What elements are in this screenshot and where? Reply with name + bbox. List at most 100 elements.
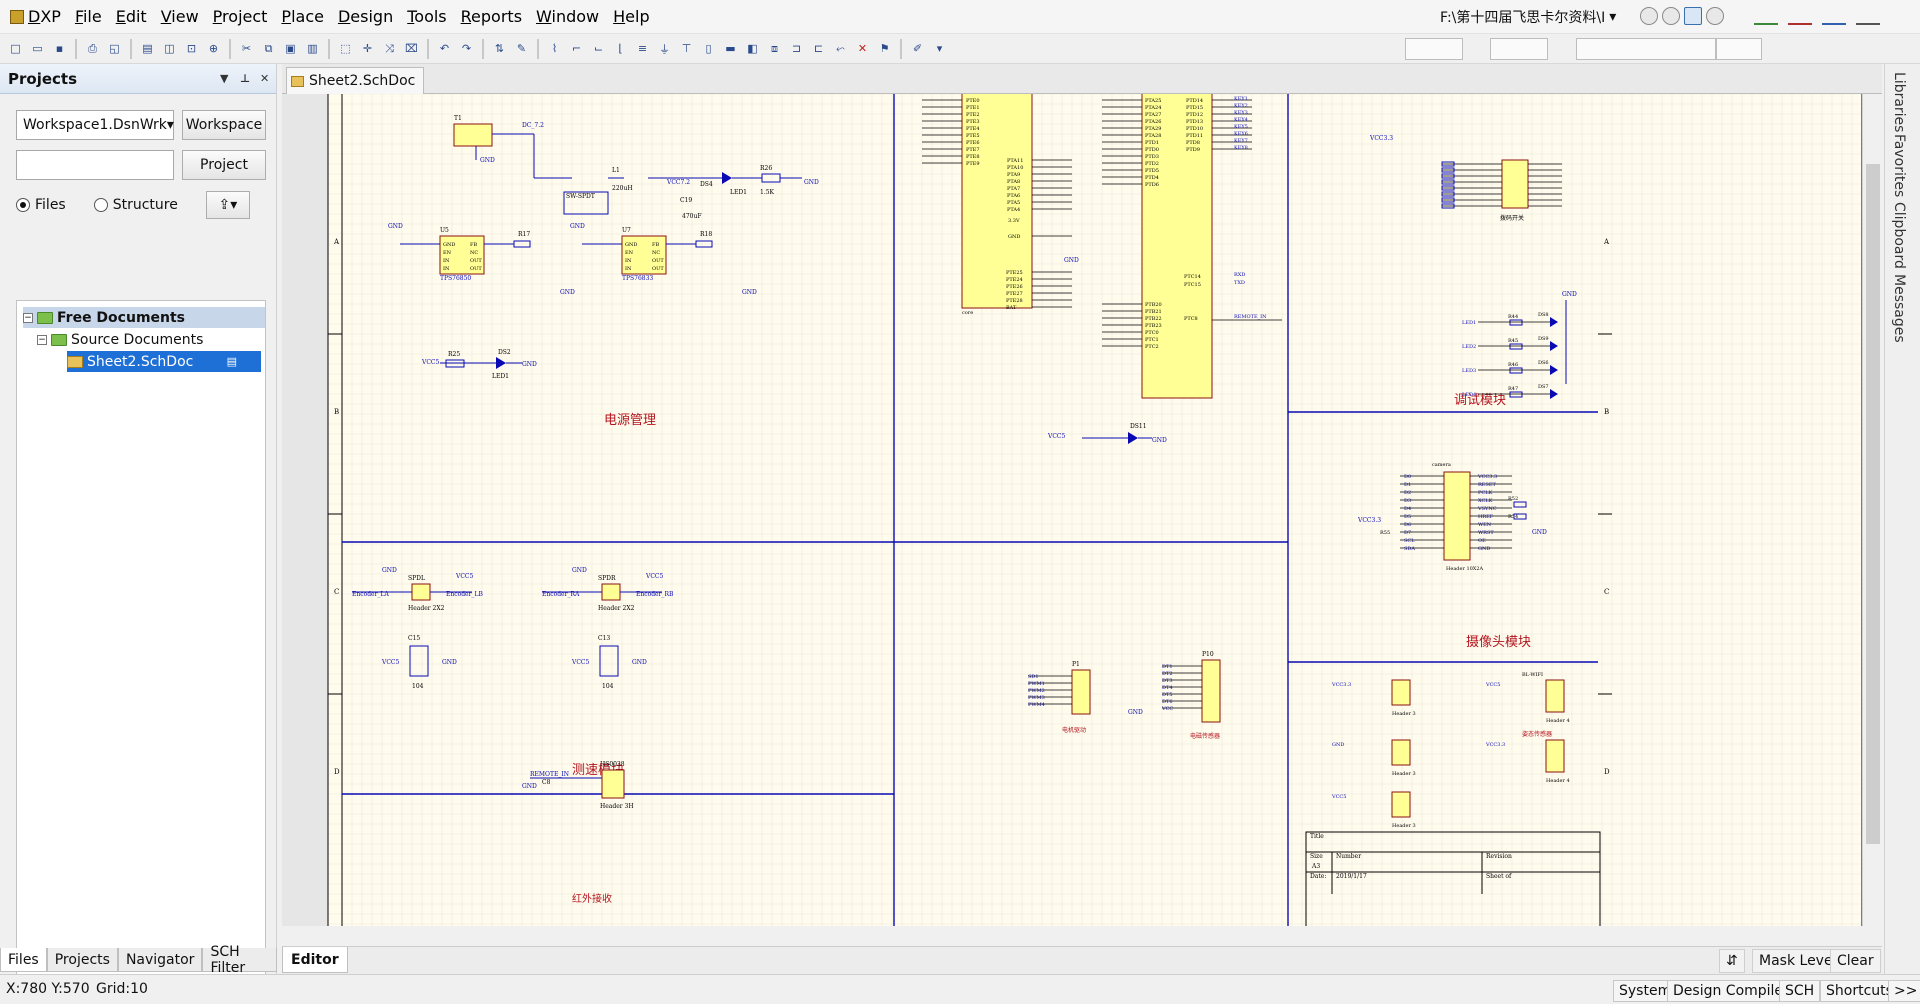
browse-icon[interactable]: ✎ [516,42,527,55]
place-ground-icon[interactable]: ⏚ [659,42,670,56]
drawing-tools-icon[interactable]: ✐ [912,42,923,55]
status-more-button[interactable]: >> [1888,980,1920,1002]
scroll-thumb[interactable] [1866,164,1880,844]
place-signal-harness-icon[interactable]: ⌊ [618,42,623,55]
save-icon[interactable]: ▪ [55,42,64,55]
tab-files[interactable]: Files [0,948,47,972]
project-options-button[interactable]: ⇪▾ [205,191,250,219]
tab-navigator[interactable]: Navigator [117,948,203,972]
ground-tool-icon[interactable] [1822,7,1846,25]
paste-icon[interactable]: ▣ [285,42,296,55]
project-combo[interactable] [16,150,174,180]
place-harness-entry-icon[interactable]: ⊏ [813,42,824,55]
place-sheet-entry-icon[interactable]: ◧ [747,42,758,55]
tab-favorites[interactable]: Favorites [1891,134,1907,198]
menu-help[interactable]: Help [613,6,650,26]
tab-editor[interactable]: Editor [282,947,348,973]
cut-icon[interactable]: ✂ [241,42,252,55]
mask-level-button[interactable]: Mask Level [1752,949,1844,973]
toolbar-combo-3[interactable] [1576,38,1716,60]
place-net-label-icon[interactable]: ≡ [637,42,648,55]
status-system-button[interactable]: System [1613,980,1678,1002]
close-icon[interactable]: ✕ [260,72,270,85]
bus-tool-icon[interactable] [1788,7,1812,25]
horizontal-scrollbar[interactable] [282,926,1862,946]
no-erc-icon[interactable]: ✕ [857,42,868,55]
move-icon[interactable]: ✛ [362,42,373,55]
tab-clipboard[interactable]: Clipboard [1891,202,1907,269]
mask-filter-icon[interactable]: ⇵ [1719,949,1745,973]
select-area-icon[interactable]: ⬚ [340,42,351,55]
path-combo[interactable]: F:\第十四届飞思卡尔资料\I▾ [1440,6,1630,28]
structure-radio[interactable] [93,198,108,212]
directive-icon[interactable]: ⚑ [879,42,890,55]
place-wire-icon[interactable]: ⌇ [551,42,558,55]
redo-icon[interactable]: ↷ [461,42,472,55]
workspace-button[interactable]: Workspace [182,110,266,140]
place-sheet-symbol-icon[interactable]: ▬ [725,42,736,55]
dxp-logo-icon[interactable] [10,9,24,24]
home-icon[interactable] [1684,7,1702,25]
tab-messages[interactable]: Messages [1891,274,1907,343]
place-part-icon[interactable]: ▯ [705,42,712,55]
collapse-icon[interactable]: − [23,312,33,323]
project-button[interactable]: Project [182,150,266,180]
menu-view[interactable]: View [160,6,199,26]
tab-projects[interactable]: Projects [46,948,118,972]
pin-icon[interactable]: ⊥ [240,72,251,85]
menu-edit[interactable]: Edit [115,6,147,26]
place-bus-icon[interactable]: ⌐ [571,42,582,55]
zoom-selected-icon[interactable]: ⊕ [208,42,219,55]
back-icon[interactable] [1640,7,1658,25]
menu-reports[interactable]: Reports [460,6,523,26]
status-design-compiler-button[interactable]: Design Compiler [1667,980,1795,1002]
new-icon[interactable]: □ [10,42,21,55]
vertical-scrollbar[interactable] [1862,94,1882,926]
menu-project[interactable]: Project [212,6,268,26]
status-sch-button[interactable]: SCH [1779,980,1821,1002]
toolbar-combo-4[interactable] [1716,38,1762,60]
open-project-icon[interactable]: ▤ [142,42,153,55]
print-preview-icon[interactable]: ◱ [109,42,120,55]
place-port-icon[interactable]: ⬿ [836,41,845,55]
place-harness-connector-icon[interactable]: ⊐ [791,42,802,55]
menu-tools[interactable]: Tools [407,6,447,26]
favorite-icon[interactable] [1706,7,1724,25]
place-device-sheet-icon[interactable]: ⧈ [771,41,778,55]
workspace-combo[interactable]: Workspace1.DsnWrk ▾ [16,110,174,140]
open-icon[interactable]: ▭ [32,42,43,55]
power-tool-icon[interactable] [1856,7,1880,25]
cross-select-icon[interactable]: ⤨ [385,41,394,55]
menu-window[interactable]: Window [536,6,600,26]
wire-tool-icon[interactable] [1754,7,1778,25]
zoom-area-icon[interactable]: ⊡ [186,42,197,55]
panel-menu-icon[interactable]: ▼ [220,72,229,85]
undo-icon[interactable]: ↶ [439,42,450,55]
forward-icon[interactable] [1662,7,1680,25]
chevron-down-icon[interactable]: ▾ [936,42,943,55]
zoom-fit-icon[interactable]: ◫ [164,42,175,55]
status-shortcuts-button[interactable]: Shortcuts [1820,980,1899,1002]
toolbar-combo-2[interactable] [1490,38,1548,60]
place-power-icon[interactable]: ⊤ [681,42,692,55]
tree-root[interactable]: − Free Documents [23,307,265,328]
tree-file[interactable]: Sheet2.SchDoc ▤ [67,351,261,372]
files-radio[interactable] [16,198,30,212]
menu-design[interactable]: Design [337,6,394,26]
print-icon[interactable]: ⎙ [88,41,97,55]
tab-libraries[interactable]: Libraries [1891,72,1907,133]
copy-icon[interactable]: ⧉ [264,41,273,55]
toolbar-combo-1[interactable] [1405,38,1463,60]
menu-place[interactable]: Place [281,6,324,26]
place-bus-entry-icon[interactable]: ⌙ [593,42,604,55]
menu-file[interactable]: File [74,6,102,26]
tab-sheet2[interactable]: Sheet2.SchDoc [286,67,425,94]
rubber-stamp-icon[interactable]: ▥ [307,42,318,55]
collapse-icon[interactable]: − [37,334,47,345]
deselect-icon[interactable]: ⌧ [405,42,418,55]
tab-sch-filter[interactable]: SCH Filter [202,944,277,976]
tree-folder[interactable]: − Source Documents [37,329,203,350]
hierarchy-icon[interactable]: ⇅ [494,42,505,55]
